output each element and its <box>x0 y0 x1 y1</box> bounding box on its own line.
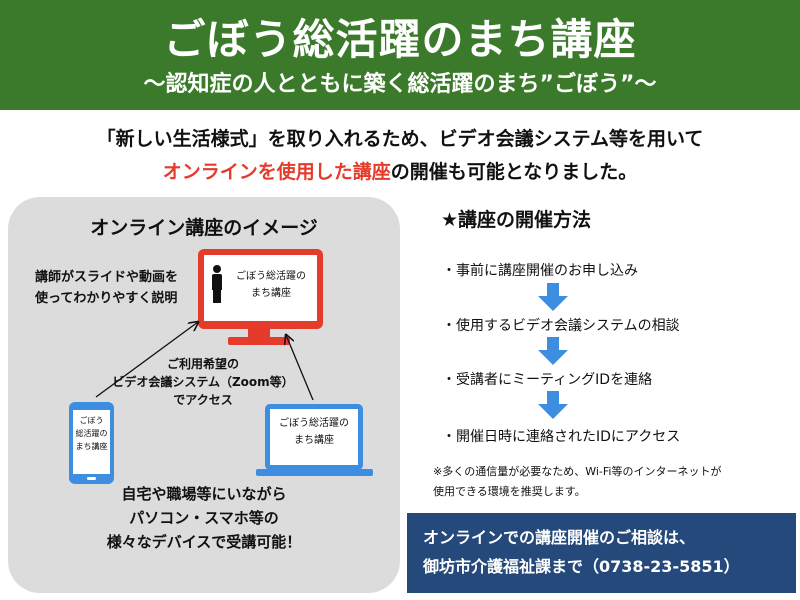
page-title: ごぼう総活躍のまち講座 <box>163 15 637 64</box>
monitor-stand <box>248 329 270 339</box>
lecturer-note-line: 講師がスライドや動画を <box>35 270 179 285</box>
phone-text-line: まち講座 <box>75 442 108 451</box>
access-note-line: ビデオ会議システム（Zoom等） <box>112 375 294 389</box>
network-note-line: 使用できる環境を推奨します。 <box>433 485 586 498</box>
device-note-line: パソコン・スマホ等の <box>129 509 279 527</box>
laptop-base <box>256 469 373 476</box>
arrow-down-icon <box>538 283 568 311</box>
method-step: ・事前に講座開催のお申し込み <box>442 263 638 279</box>
contact-line-2: 御坊市介護福祉課まで（0738-23-5851） <box>423 557 740 576</box>
lecturer-note-line: 使ってわかりやすく説明 <box>35 291 178 306</box>
page-subtitle: ～認知症の人とともに築く総活躍のまち”ごぼう”～ <box>143 72 657 97</box>
arrow-laptop-to-monitor <box>286 335 314 401</box>
header-banner: ごぼう総活躍のまち講座 ～認知症の人とともに築く総活躍のまち”ごぼう”～ <box>0 0 800 110</box>
access-note: ご利用希望の ビデオ会議システム（Zoom等） でアクセス <box>103 355 303 409</box>
intro-line-1: 「新しい生活様式」を取り入れるため、ビデオ会議システム等を用いて <box>96 128 704 150</box>
arrow-phone-to-monitor <box>95 322 198 398</box>
method-step: ・受講者にミーティングIDを連絡 <box>442 372 653 388</box>
access-note-line: でアクセス <box>173 393 233 407</box>
method-step: ・開催日時に連絡されたIDにアクセス <box>442 429 681 445</box>
monitor-screen: ごぼう総活躍の まち講座 <box>204 255 317 321</box>
laptop-screen: ごぼう総活躍の まち講座 <box>270 409 358 465</box>
monitor-text: ごぼう総活躍の まち講座 <box>226 268 316 302</box>
access-note-line: ご利用希望の <box>166 357 239 371</box>
phone-screen: ごぼう 総活躍の まち講座 <box>73 410 110 474</box>
arrow-down-icon <box>538 337 568 365</box>
phone-text-line: 総活躍の <box>75 429 108 438</box>
network-note-line: ※多くの通信量が必要なため、Wi-Fi等のインターネットが <box>433 465 722 478</box>
intro-highlight: オンラインを使用した講座 <box>162 161 391 183</box>
monitor-text-line: ごぼう総活躍の <box>236 271 306 282</box>
connection-arrows <box>95 197 314 401</box>
method-section: ★講座の開催方法 ・事前に講座開催のお申し込み ・使用するビデオ会議システムの相… <box>410 197 795 498</box>
intro-line-2: オンラインを使用した講座の開催も可能となりました。 <box>0 157 800 184</box>
intro-rest: の開催も可能となりました。 <box>390 161 638 183</box>
device-note: 自宅や職場等にいながら パソコン・スマホ等の 様々なデバイスで受講可能！ <box>8 482 400 554</box>
arrow-down-icon <box>538 391 568 419</box>
monitor-icon: ごぼう総活躍の まち講座 <box>198 249 323 329</box>
monitor-base <box>228 337 290 345</box>
laptop-icon: ごぼう総活躍の まち講座 <box>265 404 363 470</box>
laptop-text-line: まち講座 <box>294 435 334 446</box>
phone-text-line: ごぼう <box>79 416 104 425</box>
lecturer-note: 講師がスライドや動画を 使ってわかりやすく説明 <box>35 267 178 309</box>
online-image-panel: オンライン講座のイメージ 講師がスライドや動画を 使ってわかりやすく説明 ごぼう… <box>8 197 400 593</box>
contact-line-1: オンラインでの講座開催のご相談は、 <box>423 528 696 547</box>
person-icon <box>210 265 224 303</box>
device-note-line: 様々なデバイスで受講可能！ <box>106 533 302 551</box>
panel-title: オンライン講座のイメージ <box>90 217 318 239</box>
method-step: ・使用するビデオ会議システムの相談 <box>442 318 680 334</box>
monitor-text-line: まち講座 <box>251 288 291 299</box>
method-title: ★講座の開催方法 <box>441 209 592 231</box>
contact-box: オンラインでの講座開催のご相談は、 御坊市介護福祉課まで（0738-23-585… <box>407 513 796 593</box>
laptop-text-line: ごぼう総活躍の <box>279 418 349 429</box>
device-note-line: 自宅や職場等にいながら <box>121 485 287 503</box>
network-note: ※多くの通信量が必要なため、Wi-Fi等のインターネットが 使用できる環境を推奨… <box>433 462 793 502</box>
smartphone-icon: ごぼう 総活躍の まち講座 <box>69 402 114 484</box>
